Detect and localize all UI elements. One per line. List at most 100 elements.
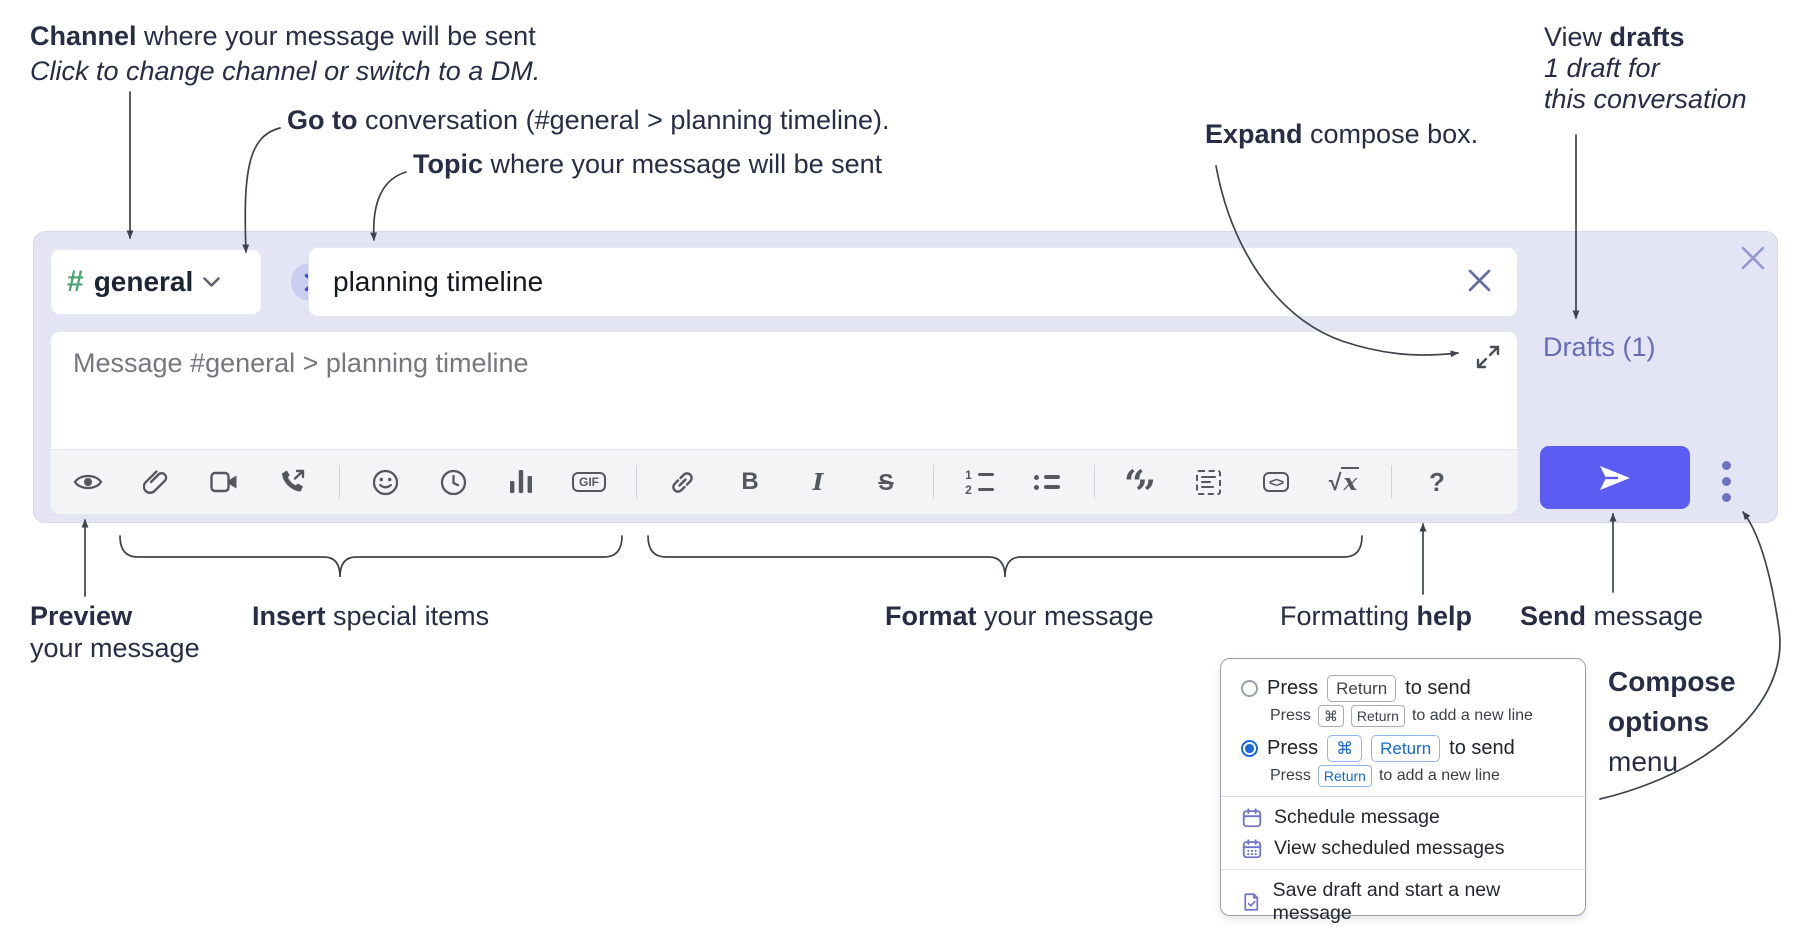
arrow-topic <box>370 171 407 241</box>
calendar-icon <box>1242 807 1262 827</box>
message-input[interactable]: Message #general > planning timeline <box>51 332 1517 449</box>
annotation-topic: Topic where your message will be sent <box>413 149 883 179</box>
bold-icon: B <box>741 468 759 495</box>
drafts-link[interactable]: Drafts (1) <box>1543 332 1656 362</box>
code-block-icon <box>1195 469 1221 495</box>
formatting-help-button[interactable]: ? <box>1418 460 1456 504</box>
phone-call-icon <box>281 469 304 491</box>
toolbar-divider <box>636 465 637 499</box>
math-button[interactable]: √x <box>1325 460 1363 504</box>
send-button[interactable] <box>1540 446 1690 509</box>
return-to-send-option[interactable]: Press Return to send <box>1241 675 1565 702</box>
close-icon <box>1741 246 1765 270</box>
code-button[interactable]: <> <box>1257 460 1295 504</box>
compose-options-button[interactable] <box>1717 454 1735 508</box>
question-mark-icon: ? <box>1429 466 1445 497</box>
kebab-dot <box>1721 476 1731 486</box>
calendar-grid-icon <box>1242 838 1262 858</box>
video-camera-icon <box>210 471 237 493</box>
gif-icon: GIF <box>572 472 606 492</box>
menu-divider <box>1221 796 1585 797</box>
bulleted-list-button[interactable] <box>1028 460 1066 504</box>
channel-name: general <box>93 266 194 297</box>
annotation-view-drafts: View drafts 1 draft for this conversatio… <box>1544 22 1747 114</box>
schedule-message-item[interactable]: Schedule message <box>1241 806 1565 829</box>
gif-button[interactable]: GIF <box>570 460 608 504</box>
cmd-keycap: ⌘ <box>1327 735 1363 762</box>
close-icon <box>1468 269 1491 292</box>
emoji-button[interactable] <box>366 460 404 504</box>
annotation-help: Formatting help <box>1280 601 1473 631</box>
bulleted-list-icon <box>1034 474 1060 490</box>
save-draft-item[interactable]: Save draft and start a new message <box>1241 879 1565 925</box>
expand-compose-button[interactable] <box>1475 344 1501 370</box>
return-to-send-subtext: Press ⌘ Return to add a new line <box>1270 705 1565 727</box>
message-card: Message #general > planning timeline <box>50 331 1518 515</box>
attach-file-button[interactable] <box>137 460 175 504</box>
chevron-down-icon <box>203 276 221 287</box>
brace-format <box>647 535 1363 578</box>
return-keycap: Return <box>1371 735 1441 762</box>
clock-icon <box>440 469 466 495</box>
video-clip-button[interactable] <box>205 460 243 504</box>
ordered-list-button[interactable]: 1 2 <box>960 460 998 504</box>
topic-value: planning timeline <box>333 266 544 297</box>
paperclip-icon <box>143 469 168 494</box>
italic-button[interactable]: I <box>799 460 837 504</box>
return-keycap: Return <box>1317 765 1372 787</box>
cmd-return-to-send-subtext: Press Return to add a new line <box>1270 765 1565 787</box>
annotation-channel: Channel where your message will be sent … <box>30 21 541 86</box>
radio-unselected-icon[interactable] <box>1241 680 1258 697</box>
italic-icon: I <box>812 468 824 496</box>
code-icon: <> <box>1262 472 1290 492</box>
menu-divider <box>1221 869 1585 870</box>
brace-insert <box>119 535 623 578</box>
blockquote-icon: “ ” <box>1124 463 1156 515</box>
code-block-button[interactable] <box>1189 460 1227 504</box>
blockquote-button[interactable]: “ ” <box>1121 460 1159 515</box>
return-keycap: Return <box>1350 705 1405 727</box>
compose-options-menu: Press Return to send Press ⌘ Return to a… <box>1220 658 1586 924</box>
cmd-keycap: ⌘ <box>1317 705 1344 727</box>
annotation-insert: Insert special items <box>252 601 490 631</box>
strikethrough-button[interactable]: S <box>867 460 905 504</box>
channel-hash-icon: # <box>67 265 84 298</box>
kebab-dot <box>1721 492 1731 502</box>
view-scheduled-messages-item[interactable]: View scheduled messages <box>1241 837 1565 860</box>
recent-files-button[interactable] <box>434 460 472 504</box>
annotation-goto: Go to conversation (#general > planning … <box>287 105 890 135</box>
clear-topic-button[interactable] <box>1466 267 1493 297</box>
annotation-format: Format your message <box>885 601 1154 631</box>
cmd-return-to-send-option[interactable]: Press ⌘ Return to send <box>1241 735 1565 762</box>
annotation-preview: Preview your message <box>30 601 200 663</box>
audio-call-button[interactable] <box>273 460 311 504</box>
send-plane-icon <box>1600 465 1630 490</box>
draft-check-icon <box>1244 893 1259 911</box>
toolbar-divider <box>1094 465 1095 499</box>
radio-selected-icon[interactable] <box>1241 740 1258 757</box>
link-icon <box>671 471 693 493</box>
smiley-icon <box>372 469 398 495</box>
sqrt-icon: √x <box>1328 466 1360 496</box>
link-button[interactable] <box>663 460 701 504</box>
toolbar-divider <box>339 465 340 499</box>
poll-button[interactable] <box>502 460 540 504</box>
annotation-send: Send message <box>1520 601 1704 631</box>
eye-icon <box>73 474 103 490</box>
bold-button[interactable]: B <box>731 460 769 504</box>
expand-icon <box>1476 345 1500 369</box>
topic-input[interactable]: planning timeline <box>308 247 1518 317</box>
channel-selector[interactable]: # general <box>50 249 262 315</box>
toolbar-divider <box>933 465 934 499</box>
compose-box: # general planning timeline <box>33 231 1778 523</box>
annotation-compose-options: Compose options menu <box>1608 666 1736 777</box>
toolbar-divider <box>1391 465 1392 499</box>
close-compose-button[interactable] <box>1737 243 1769 275</box>
formatting-toolbar: GIF B I <box>51 449 1517 514</box>
message-placeholder: Message #general > planning timeline <box>73 348 529 378</box>
ordered-list-icon: 1 2 <box>964 469 994 496</box>
kebab-dot <box>1721 460 1731 470</box>
bar-chart-icon <box>510 470 532 493</box>
preview-message-button[interactable] <box>69 460 107 504</box>
